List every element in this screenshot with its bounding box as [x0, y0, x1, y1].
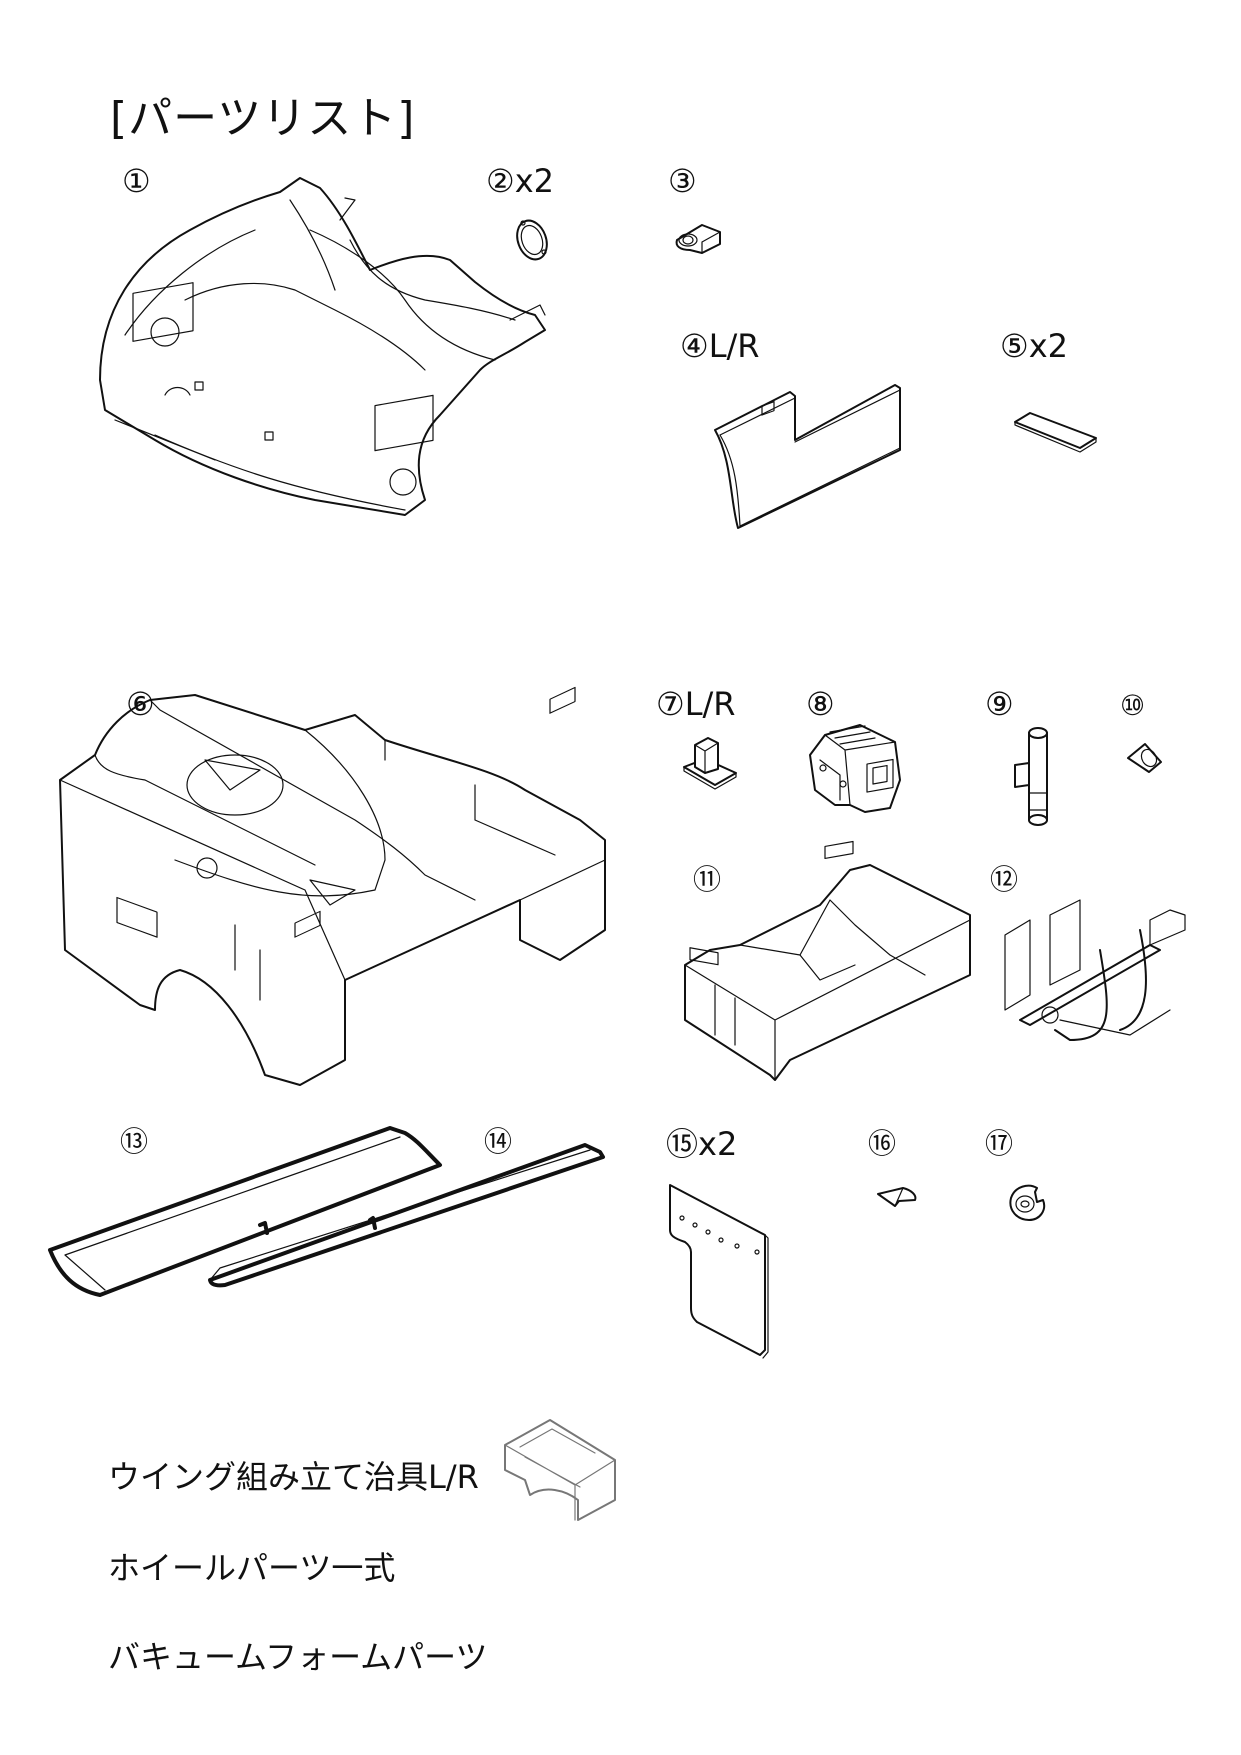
part-14-drawing: [208, 1143, 605, 1288]
part-2-label: ②x2: [486, 162, 554, 200]
part-11-drawing: [684, 840, 971, 1081]
part-8-label: ⑧: [806, 685, 835, 723]
extra-item-wheel-parts: ホイールパーツ一式: [108, 1549, 396, 1587]
part-2-drawing: [516, 219, 548, 261]
part-3-label: ③: [668, 162, 697, 200]
part-10-label: ⑩: [1120, 689, 1146, 722]
part-5-label: ⑤x2: [1000, 327, 1068, 365]
part-13-label: ⑬: [120, 1125, 149, 1158]
wing-jig-drawing: [504, 1419, 616, 1521]
part-3-drawing: [675, 224, 721, 254]
part-8-drawing: [809, 724, 901, 813]
extra-item-wing-jig: ウイング組み立て治具L/R: [108, 1458, 479, 1496]
part-17-drawing: [1009, 1184, 1046, 1221]
part-9-drawing: [1014, 727, 1048, 826]
part-15-label: ⑮x2: [666, 1125, 738, 1163]
part-16-drawing: [877, 1187, 917, 1207]
part-7-drawing: [683, 737, 737, 790]
part-9-label: ⑨: [985, 685, 1014, 723]
part-11-label: ⑪: [693, 863, 722, 896]
part-17-label: ⑰: [985, 1127, 1014, 1160]
part-14-label: ⑭: [484, 1125, 513, 1158]
part-7-label: ⑦L/R: [656, 685, 736, 723]
extra-item-vacuum-form-parts: バキュームフォームパーツ: [108, 1638, 488, 1676]
part-12-drawing: [1004, 899, 1186, 1041]
part-12-label: ⑫: [990, 863, 1019, 896]
part-1-drawing: [99, 177, 546, 516]
page-title: [パーツリスト]: [110, 93, 416, 144]
part-10-drawing: [1127, 743, 1162, 773]
part-16-label: ⑯: [868, 1127, 897, 1160]
part-5-drawing: [1014, 412, 1097, 453]
part-15-drawing: [669, 1184, 769, 1359]
part-4-label: ④L/R: [680, 327, 760, 365]
part-13-drawing: [48, 1126, 442, 1297]
part-6-drawing: [59, 686, 606, 1086]
part-4-drawing: [714, 384, 901, 529]
part-1-label: ①: [122, 162, 151, 200]
